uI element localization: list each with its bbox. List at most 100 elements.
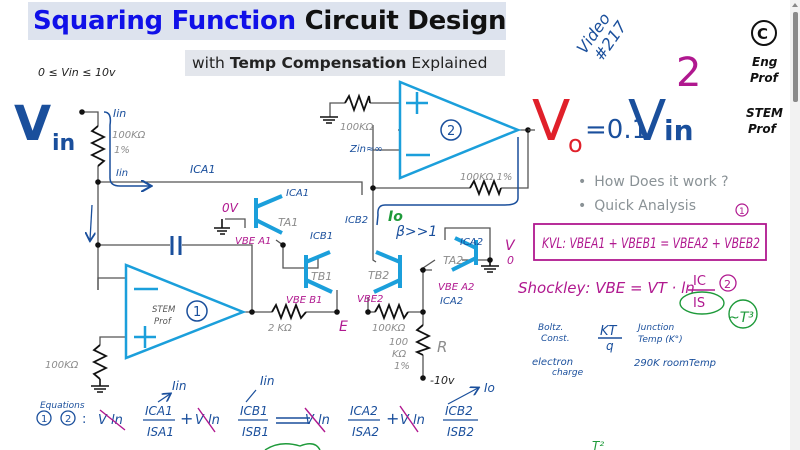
opamp1-brand-2: Prof xyxy=(154,317,173,327)
transistor-ta2 xyxy=(451,236,478,272)
r-2k-label: 2 KΩ xyxy=(268,323,292,334)
bullet-item: Quick Analysis xyxy=(578,194,729,218)
r-in-value: 100KΩ xyxy=(112,130,146,141)
iin-label-2: Iin xyxy=(116,168,128,179)
eq-term-3: V ln xyxy=(305,413,330,428)
brand-prof-2: Prof xyxy=(748,122,778,136)
brand-prof: Prof xyxy=(750,71,780,85)
opamp1-number: 1 xyxy=(193,305,201,320)
equations-label: Equations xyxy=(40,401,85,411)
eq-iin-top-1: Iin xyxy=(172,379,186,393)
resistors xyxy=(89,93,502,380)
electron-label: electron xyxy=(532,357,573,368)
eq-term-1: V ln xyxy=(98,413,123,428)
subtitle: with Temp Compensation Explained xyxy=(192,52,487,74)
subtitle-background xyxy=(185,50,505,76)
subtitle-post: Explained xyxy=(406,54,488,72)
opamp2-plus-resistor-label: 100KΩ xyxy=(340,122,374,133)
vin-subscript: in xyxy=(52,131,75,156)
zin-label: Zin≈∞ xyxy=(349,144,383,155)
eq-ref-2: 2 xyxy=(65,414,71,425)
bullet-list: How Does it work ? Quick Analysis xyxy=(578,170,729,218)
output-formula: V o =0.1 V in 2 xyxy=(528,50,701,158)
magenta-annotations: 0V VBE A1 VBE B1 VBE2 VBE A2 E V 0 xyxy=(222,201,516,335)
opamp1-brand: STEM xyxy=(152,305,176,315)
zero-volt-right: V xyxy=(505,238,516,254)
wires xyxy=(82,102,529,378)
io-label: Io xyxy=(388,209,403,225)
thermal-voltage-notes: KT q Boltz. Const. Junction Temp (K°) el… xyxy=(532,323,716,378)
copyright-icon: C xyxy=(757,25,768,43)
eq-frac3-num: ICA2 xyxy=(350,404,378,418)
gray-labels: 100KΩ 1% 2 KΩ 100KΩ 100 KΩ 1% R 100KΩ 10… xyxy=(45,122,512,372)
r-bottom-label: 100 xyxy=(389,337,408,348)
q-label: q xyxy=(606,339,614,353)
junction-dots xyxy=(79,109,531,381)
transistor-tb1 xyxy=(304,250,333,294)
opamp-1: 1 STEM Prof xyxy=(124,263,247,360)
title-part-1: Squaring Function xyxy=(33,6,296,36)
r-100k-mid-label: 100KΩ xyxy=(372,323,406,334)
zero-volt-right-0: 0 xyxy=(507,254,514,267)
transistors xyxy=(254,194,478,294)
beta-label: β>>1 xyxy=(395,224,437,240)
opamp1-plus-resistor xyxy=(91,344,109,380)
boltz-label: Boltz. xyxy=(538,323,563,333)
resistor-R xyxy=(414,324,432,356)
electron-label-2: charge xyxy=(552,368,584,378)
kvl-text: KVL: VBEA1 + VBEB1 = VBEA2 + VBEB2 xyxy=(542,236,760,252)
ground-icon xyxy=(481,262,499,273)
eq-colon: : xyxy=(82,412,86,427)
tb1-label: TB1 xyxy=(311,270,332,283)
resistor-100k-mid xyxy=(374,302,409,321)
opamp2-number: 2 xyxy=(447,124,455,139)
eq-io-top: Io xyxy=(484,381,495,395)
eq-frac2-num: ICB1 xyxy=(240,404,268,418)
opamp2-plus-resistor xyxy=(344,93,371,113)
scrollbar[interactable] xyxy=(790,0,800,450)
kvl-marker: 1 xyxy=(739,207,745,217)
brand-eng: Eng xyxy=(752,55,778,69)
io-current-path xyxy=(376,137,519,226)
transistor-tb2 xyxy=(373,250,402,294)
iin-current-arrow xyxy=(103,111,150,186)
eq-t-squared: T² xyxy=(592,439,604,450)
r-label: R xyxy=(437,338,447,356)
bullet-item: How Does it work ? xyxy=(578,170,728,194)
vin-letter: V xyxy=(14,96,51,152)
ica2-label: ICA2 xyxy=(460,237,483,248)
video-number-label: Video #217 xyxy=(573,9,631,64)
shockley-denominator: IS xyxy=(693,296,705,311)
scroll-up-arrow-icon[interactable] xyxy=(792,3,798,7)
vin-label: V in xyxy=(14,96,75,156)
shockley-numerator: IC xyxy=(693,274,706,289)
ta2-label: TA2 xyxy=(443,254,463,267)
input-range-label: 0 ≤ Vin ≤ 10v xyxy=(38,66,116,79)
eq-frac2-den: ISB1 xyxy=(242,425,269,439)
scroll-thumb[interactable] xyxy=(793,12,798,102)
combined-equation: Equations 1 2 : V ln ICA1 ISA1 + V ln IC… xyxy=(36,374,604,450)
eq-frac1-den: ISA1 xyxy=(147,425,174,439)
shockley-equation: Shockley: VBE = VT · ln IC IS 2 ~T³ xyxy=(518,274,758,329)
current-arrow xyxy=(90,204,92,240)
eq-ref-1: 1 xyxy=(41,414,47,425)
cancel-strikes xyxy=(99,405,419,433)
title-background xyxy=(28,2,506,40)
vo-letter: V xyxy=(532,89,570,154)
ground-icon xyxy=(320,116,338,124)
formula-exponent: 2 xyxy=(676,50,701,96)
ica1-label-b: ICA1 xyxy=(286,188,309,199)
eq-frac4-den: ISB2 xyxy=(447,425,474,439)
vbe-b2-label: VBE2 xyxy=(357,294,383,305)
icb2-label: ICB2 xyxy=(345,215,368,226)
capacitor xyxy=(170,236,182,255)
vbe-a2-label: VBE A2 xyxy=(438,282,474,293)
ground-icon xyxy=(91,379,109,393)
eq-plus-1: + xyxy=(180,409,193,428)
ta1-label: TA1 xyxy=(278,216,298,229)
r-bottom-label-3: 1% xyxy=(394,361,410,372)
vbe-a1-label: VBE A1 xyxy=(235,236,271,247)
eq-frac3-den: ISA2 xyxy=(352,425,379,439)
